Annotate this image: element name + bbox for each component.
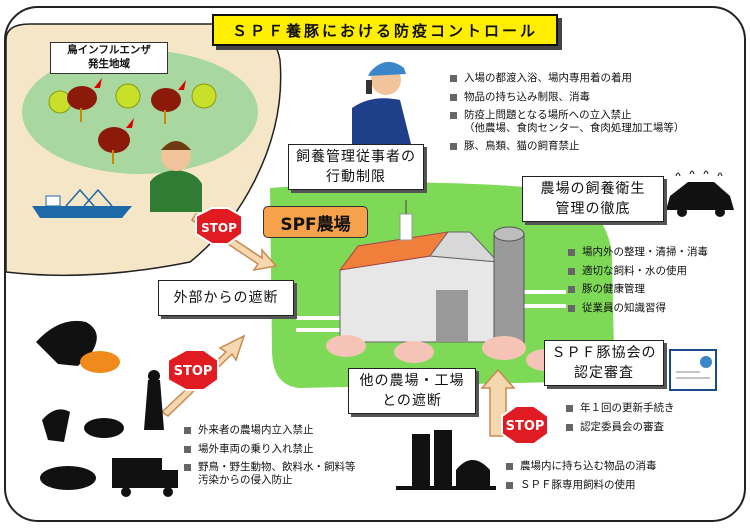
association-review-box: ＳＰＦ豚協会の 認定審査 xyxy=(544,340,664,386)
staff-item-sub-text: （他農場、食肉センター、食肉処理加工場等） xyxy=(464,121,685,134)
spf-farm-label: SPF農場 xyxy=(263,206,368,238)
external-items-list: 外来者の農場内立入禁止 場外車両の乗り入れ禁止 野鳥・野生動物、飲料水・飼料等 … xyxy=(184,424,384,492)
external-item-sub: 汚染からの侵入防止 xyxy=(198,473,293,486)
staff-item: 物品の持ち込み制限、消毒 xyxy=(450,91,730,104)
diagram-title: ＳＰＦ養豚における防疫コントロール xyxy=(212,14,558,46)
association-box-line2: 認定審査 xyxy=(574,365,634,381)
other-farm-box-line1: 他の農場・工場 xyxy=(359,372,465,389)
intruder-silhouettes xyxy=(36,320,178,497)
other-farm-block-box: 他の農場・工場 との遮断 xyxy=(348,368,476,414)
other-farm-item: ＳＰＦ豚専用飼料の使用 xyxy=(506,479,706,492)
barn-icon xyxy=(338,200,500,343)
certificate-icon xyxy=(669,349,717,391)
external-block-box: 外部からの遮断 xyxy=(158,280,294,316)
staff-item: 防疫上問題となる場所への立入禁止 xyxy=(450,109,730,122)
infection-ellipse xyxy=(22,50,258,174)
factory-icon xyxy=(396,430,496,490)
silo-icon xyxy=(493,226,525,345)
staff-item: 豚、鳥類、猫の飼育禁止 xyxy=(450,140,730,153)
virus-icon xyxy=(48,83,217,114)
bird-flu-label: 鳥インフルエンザ 発生地域 xyxy=(50,42,168,74)
rooster-icon xyxy=(67,78,186,164)
association-box-line1: ＳＰＦ豚協会の xyxy=(551,344,657,361)
staff-box-line1: 飼養管理従事者の xyxy=(296,148,416,165)
external-item: 場外車両の乗り入れ禁止 xyxy=(184,443,384,456)
hygiene-item: 適切な飼料・水の使用 xyxy=(568,265,738,278)
bird-flu-label-line2: 発生地域 xyxy=(88,58,130,71)
bird-flu-label-line1: 鳥インフルエンザ xyxy=(67,44,151,56)
staff-item-text: 防疫上問題となる場所への立入禁止 xyxy=(464,109,632,122)
stop-label: STOP xyxy=(201,221,237,235)
visitor-person-icon xyxy=(150,141,202,212)
hygiene-items-list: 場内外の整理・清掃・消毒 適切な飼料・水の使用 豚の健康管理 従業員の知識習得 xyxy=(568,246,738,320)
association-items-list: 年１回の更新手続き 認定委員会の審査 xyxy=(566,402,726,439)
hygiene-box-line2: 管理の徹底 xyxy=(555,201,631,217)
hygiene-box-line1: 農場の飼養衛生 xyxy=(540,180,646,197)
stop-label: STOP xyxy=(505,418,545,434)
staff-box-line2: 行動制限 xyxy=(326,169,386,185)
other-farm-items-list: 農場内に持ち込む物品の消毒 ＳＰＦ豚専用飼料の使用 xyxy=(506,460,706,497)
staff-item-sub: （他農場、食肉センター、食肉処理加工場等） xyxy=(450,122,730,135)
worker-on-phone-icon xyxy=(352,61,412,148)
car-wash-icon xyxy=(666,170,734,217)
association-item: 認定委員会の審査 xyxy=(566,421,726,434)
association-item: 年１回の更新手続き xyxy=(566,402,726,415)
staff-item: 入場の都渡入浴、場内専用着の着用 xyxy=(450,72,730,85)
staff-items-list: 入場の都渡入浴、場内専用着の着用 物品の持ち込み制限、消毒 防疫上問題となる場所… xyxy=(450,72,730,159)
staff-restriction-box: 飼養管理従事者の 行動制限 xyxy=(288,144,424,190)
hygiene-item: 豚の健康管理 xyxy=(568,283,738,296)
external-item: 外来者の農場内立入禁止 xyxy=(184,424,384,437)
ship-icon xyxy=(32,188,132,218)
other-farm-box-line2: との遮断 xyxy=(382,393,442,409)
hygiene-item: 従業員の知識習得 xyxy=(568,302,738,315)
other-farm-item: 農場内に持ち込む物品の消毒 xyxy=(506,460,706,473)
hygiene-item: 場内外の整理・清掃・消毒 xyxy=(568,246,738,259)
external-item: 野鳥・野生動物、飲料水・飼料等 xyxy=(184,461,384,474)
stop-sign xyxy=(167,207,549,445)
stop-label: STOP xyxy=(173,363,213,379)
hygiene-management-box: 農場の飼養衛生 管理の徹底 xyxy=(522,176,664,222)
